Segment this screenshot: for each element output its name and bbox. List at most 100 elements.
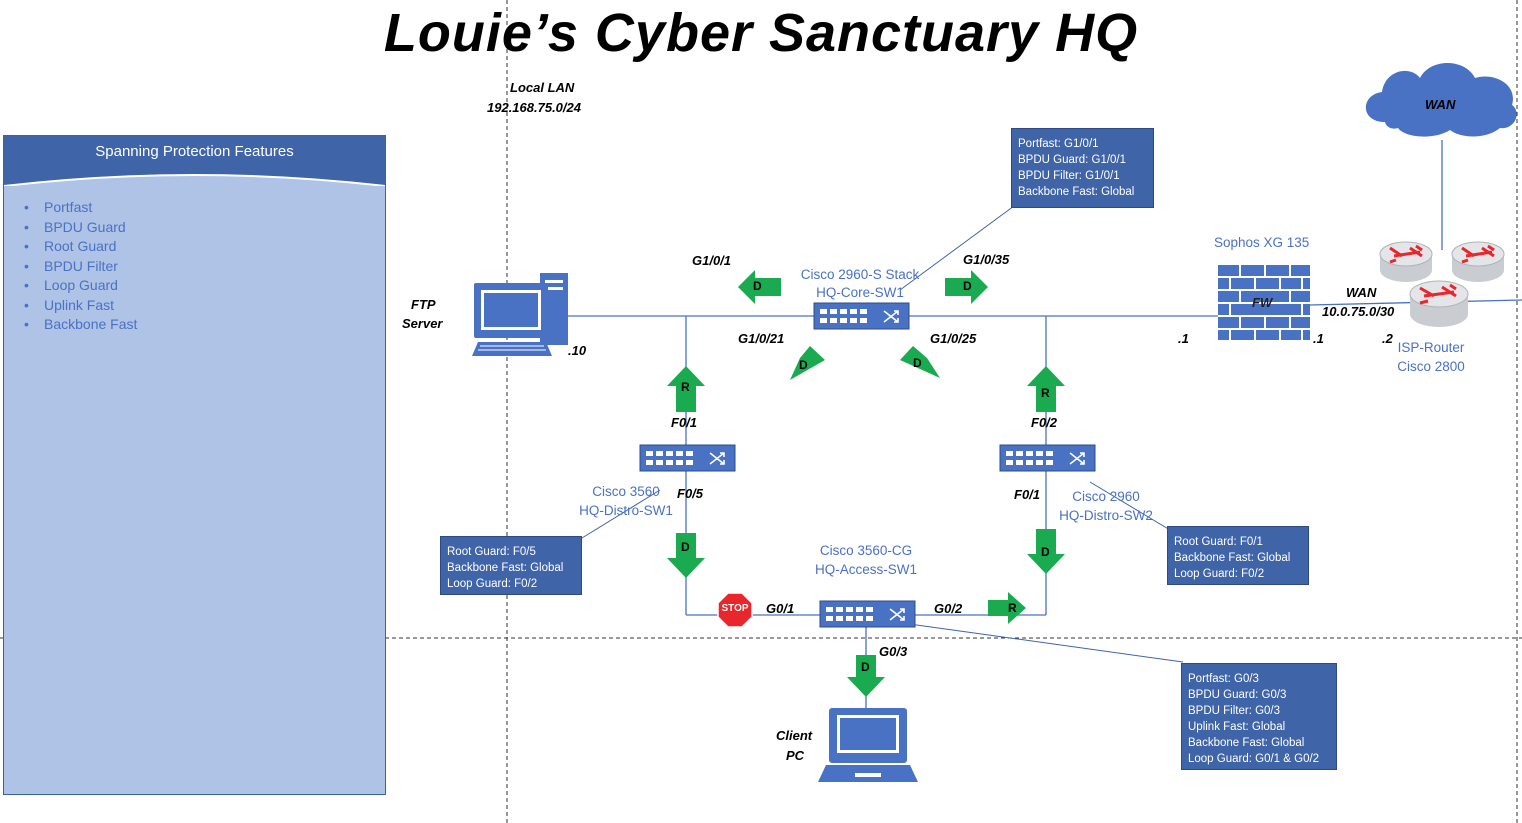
- callout-line: Portfast: G0/3: [1188, 673, 1259, 685]
- distro1-host: HQ-Distro-SW1: [579, 503, 673, 518]
- access-model: Cisco 3560-CG: [819, 543, 913, 558]
- core-switch-host: HQ-Core-SW1: [816, 285, 904, 300]
- router-model: Cisco 2800: [1397, 359, 1465, 374]
- firewall-icon: [1218, 265, 1310, 340]
- arrow-acc-g0-2-root: [988, 592, 1026, 624]
- marker-d: D: [1041, 545, 1050, 559]
- feature-item: BPDU Filter: [24, 257, 137, 277]
- feature-item: Root Guard: [24, 237, 137, 257]
- wan-cloud-icon: [1365, 63, 1517, 137]
- stop-text: STOP: [721, 603, 749, 614]
- callout-line: Backbone Fast: Global: [447, 562, 564, 574]
- port-acc-g0-2: G0/2: [934, 601, 963, 616]
- lan-name: Local LAN: [510, 80, 575, 95]
- page-title: Louie’s Cyber Sanctuary HQ: [383, 3, 1139, 63]
- callout-line: BPDU Guard: G1/0/1: [1018, 154, 1127, 166]
- callout-line: Uplink Fast: Global: [1188, 721, 1286, 733]
- port-g1-0-1: G1/0/1: [692, 253, 732, 268]
- callout-line: Backbone Fast: Global: [1188, 737, 1305, 749]
- arrow-d2-f0-2-root: [1027, 366, 1065, 412]
- marker-d: D: [913, 356, 922, 370]
- callout-line: BPDU Guard: G0/3: [1188, 689, 1287, 701]
- feature-item: Backbone Fast: [24, 315, 137, 335]
- core-switch-model: Cisco 2960-S Stack: [800, 267, 920, 282]
- distro2-host: HQ-Distro-SW2: [1059, 508, 1153, 523]
- feature-list: Portfast BPDU Guard Root Guard BPDU Filt…: [24, 198, 137, 335]
- marker-d: D: [753, 279, 762, 293]
- panel-header-shape: [4, 136, 385, 186]
- callout-line: Loop Guard: F0/2: [447, 578, 538, 590]
- callout-line: Loop Guard: G0/1 & G0/2: [1188, 753, 1320, 765]
- callout-line: Backbone Fast: Global: [1174, 552, 1291, 564]
- feature-item: Uplink Fast: [24, 296, 137, 316]
- distro2-switch-icon: [999, 444, 1096, 472]
- lan-subnet: 192.168.75.0/24: [487, 100, 581, 115]
- ftp-server-icon: [472, 273, 568, 356]
- client-pc-icon: [818, 708, 918, 782]
- spanning-features-panel: Spanning Protection Features Portfast BP…: [3, 135, 386, 795]
- callout-line: Root Guard: F0/1: [1174, 536, 1263, 548]
- distro2-model: Cisco 2960: [1072, 489, 1140, 504]
- marker-d: D: [681, 540, 690, 554]
- wan-link-subnet: 10.0.75.0/30: [1322, 304, 1395, 319]
- port-d1-f0-1: F0/1: [671, 415, 698, 430]
- port-acc-g0-3: G0/3: [879, 644, 908, 659]
- wan-link-label: WAN: [1346, 285, 1377, 300]
- port-d1-f0-5: F0/5: [677, 486, 704, 501]
- distro1-callout: Root Guard: F0/5 Backbone Fast: Global L…: [440, 536, 582, 595]
- ftp-label-2: Server: [402, 316, 443, 331]
- port-g1-0-21: G1/0/21: [738, 331, 785, 346]
- arrow-core-g1-0-25: [900, 346, 940, 378]
- core-callout: Portfast: G1/0/1 BPDU Guard: G1/0/1 BPDU…: [1011, 128, 1154, 208]
- feature-item: BPDU Guard: [24, 218, 137, 238]
- stop-sign-icon: [717, 592, 753, 628]
- port-role-arrows: [667, 270, 1065, 697]
- panel-title: Spanning Protection Features: [95, 143, 294, 160]
- firewall-name: Sophos XG 135: [1214, 235, 1310, 250]
- client-label-1: Client: [776, 728, 813, 743]
- router-name: ISP-Router: [1397, 340, 1465, 355]
- arrow-acc-g0-3: [847, 655, 885, 697]
- callout-line: Backbone Fast: Global: [1018, 186, 1135, 198]
- wan-cloud-label: WAN: [1425, 97, 1456, 112]
- callout-line: Portfast: G1/0/1: [1018, 138, 1099, 150]
- marker-d: D: [799, 358, 808, 372]
- callout-leaders: [581, 205, 1184, 663]
- access-callout: Portfast: G0/3 BPDU Guard: G0/3 BPDU Fil…: [1181, 663, 1337, 770]
- distro1-switch-icon: [639, 444, 736, 472]
- feature-item: Portfast: [24, 198, 137, 218]
- callout-line: BPDU Filter: G1/0/1: [1018, 170, 1120, 182]
- arrow-d1-f0-5: [667, 533, 705, 578]
- firewall-icon-text: FW: [1252, 295, 1273, 310]
- arrow-d2-f0-1: [1027, 529, 1065, 574]
- client-label-2: PC: [786, 748, 805, 763]
- arrow-core-g1-0-1: [738, 270, 781, 304]
- callout-line: BPDU Filter: G0/3: [1188, 705, 1281, 717]
- feature-item: Loop Guard: [24, 276, 137, 296]
- marker-d: D: [963, 279, 972, 293]
- port-d2-f0-1: F0/1: [1014, 487, 1041, 502]
- port-acc-g0-1: G0/1: [766, 601, 795, 616]
- callout-line: Root Guard: F0/5: [447, 546, 536, 558]
- distro1-model: Cisco 3560: [592, 484, 660, 499]
- access-switch-icon: [819, 600, 916, 628]
- firewall-ip-out: .1: [1313, 331, 1324, 346]
- marker-r: R: [1008, 601, 1017, 615]
- marker-r: R: [681, 380, 690, 394]
- isp-router-icon: [1379, 241, 1505, 327]
- port-g1-0-35: G1/0/35: [963, 252, 1010, 267]
- marker-r: R: [1041, 386, 1050, 400]
- core-switch-icon: [813, 302, 910, 330]
- arrow-d1-f0-1-root: [667, 366, 705, 412]
- access-host: HQ-Access-SW1: [814, 562, 917, 577]
- firewall-ip-in: .1: [1178, 331, 1189, 346]
- arrow-core-g1-0-21: [790, 346, 825, 380]
- port-g1-0-25: G1/0/25: [930, 331, 977, 346]
- ftp-ip: .10: [568, 343, 587, 358]
- distro2-callout: Root Guard: F0/1 Backbone Fast: Global L…: [1167, 526, 1309, 585]
- callout-line: Loop Guard: F0/2: [1174, 568, 1265, 580]
- ftp-label-1: FTP: [411, 297, 436, 312]
- router-ip: .2: [1382, 331, 1393, 346]
- arrow-core-g1-0-35: [945, 270, 988, 304]
